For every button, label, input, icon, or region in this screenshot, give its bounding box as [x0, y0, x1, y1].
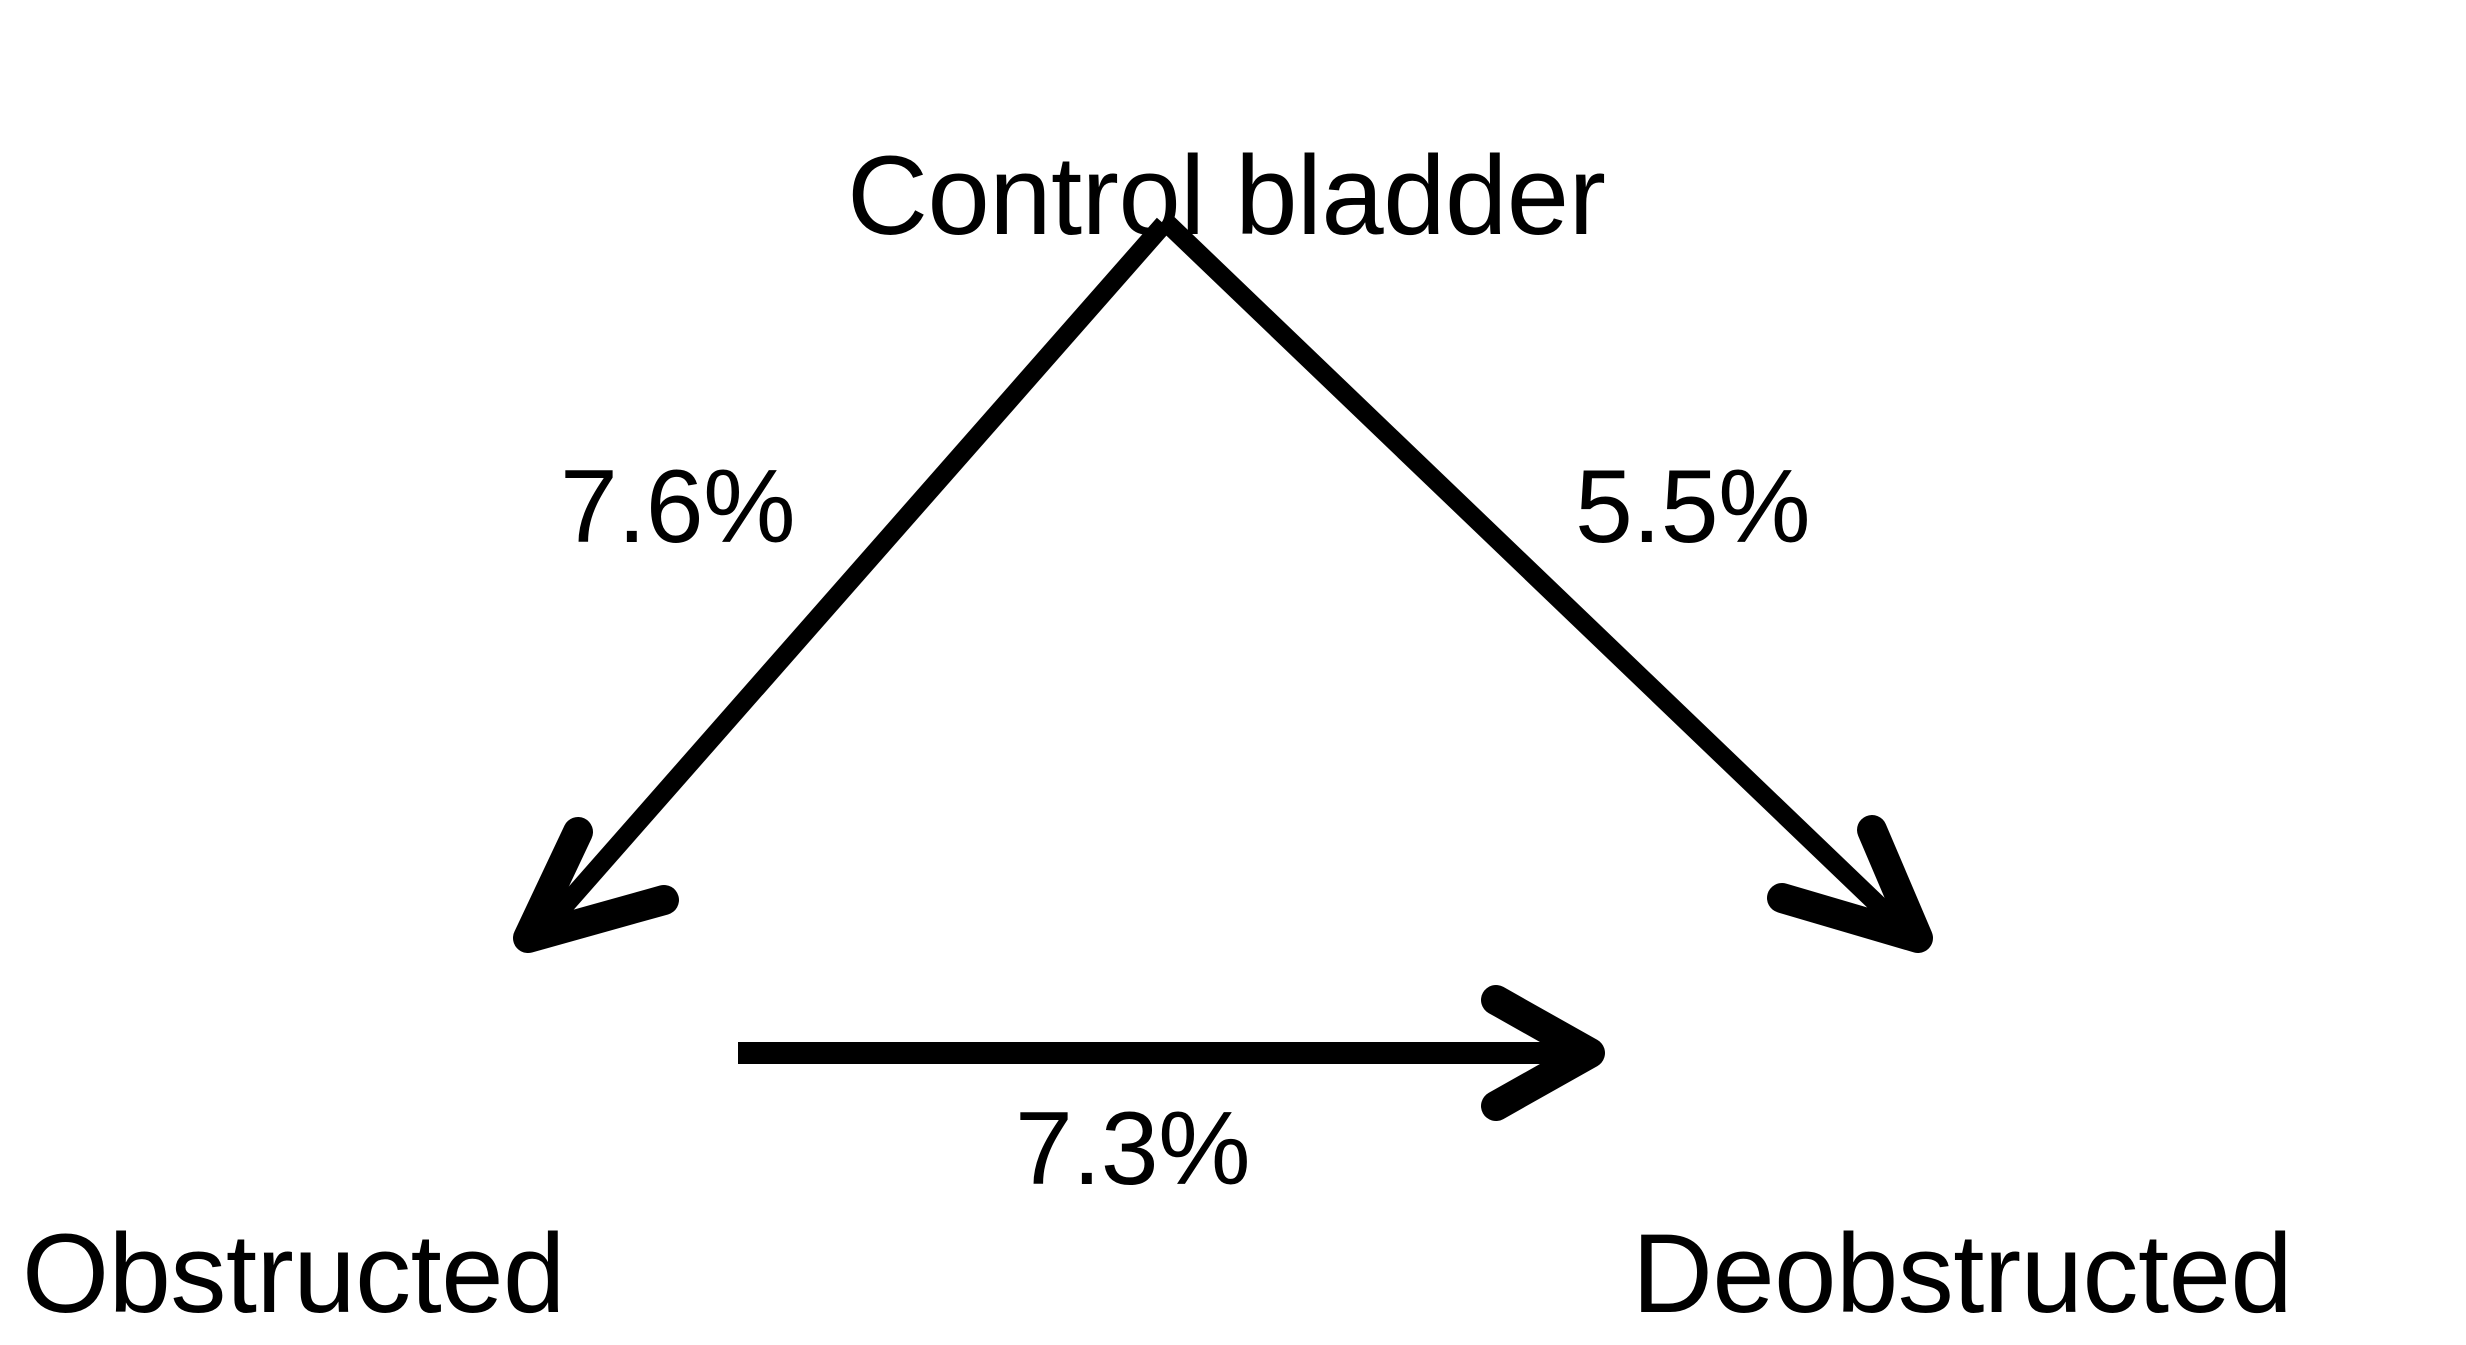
- node-control-bladder-line1: Control bladder: [847, 133, 1606, 259]
- arrowhead-control-to-obstructed: [513, 817, 679, 953]
- arrowhead-obstructed-to-deobstructed: [1481, 985, 1605, 1121]
- node-deobstructed-bladder-line1: Deobstructed: [1632, 1210, 2293, 1336]
- edge-label-control-to-obstructed: 7.6%: [560, 449, 796, 565]
- arrowhead-control-to-deobstructed: [1767, 815, 1933, 953]
- node-obstructed-bladder-line1: Obstructed: [22, 1210, 565, 1336]
- node-deobstructed-bladder: Deobstructed bladder: [1632, 960, 2466, 1345]
- node-control-bladder: Control bladder: [0, 8, 2330, 384]
- node-obstructed-bladder: Obstructed bladder: [22, 960, 782, 1345]
- edge-label-control-to-deobstructed: 5.5%: [1575, 449, 1811, 565]
- edge-label-obstructed-to-deobstructed: 7.3%: [1015, 1091, 1251, 1207]
